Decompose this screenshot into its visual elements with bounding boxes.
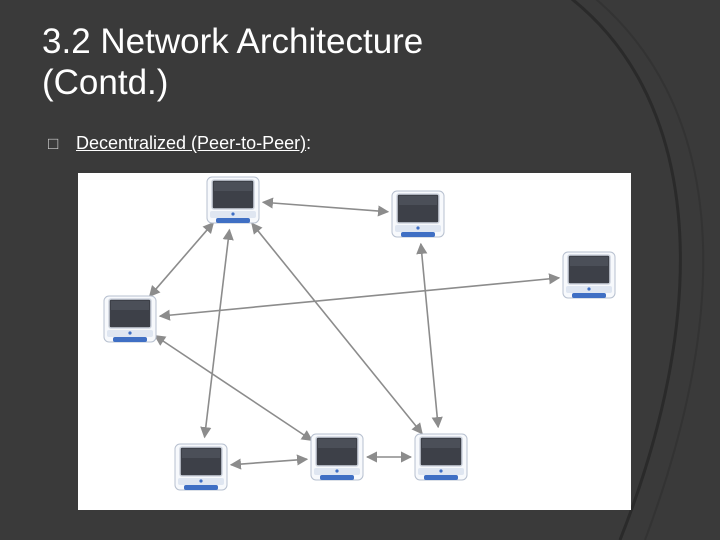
computer-icon (414, 433, 468, 481)
nodes-layer (103, 176, 616, 491)
title-line-2: (Contd.) (42, 62, 169, 102)
edge-left-to-right (158, 273, 561, 321)
edge-top-left-to-top-middle (261, 197, 390, 217)
computer-icon (206, 176, 260, 224)
computer-icon (562, 251, 616, 299)
peer-to-peer-diagram (78, 173, 631, 510)
edge-left-to-bottom-middle (154, 334, 313, 442)
subtitle-link: Decentralized (Peer-to-Peer) (76, 133, 307, 153)
computer-icon (103, 295, 157, 343)
computer-icon (174, 443, 228, 491)
edge-top-left-to-bottom-right (251, 222, 423, 435)
edge-top-left-to-bottom-left (200, 228, 234, 439)
slide-title: 3.2 Network Architecture (Contd.) (42, 22, 602, 104)
computer-icon (391, 190, 445, 238)
diagram-canvas (103, 176, 616, 491)
edge-bottom-left-to-bottom-middle (229, 454, 309, 470)
subtitle-suffix: : (306, 133, 312, 153)
bullet-icon: □ (48, 134, 59, 153)
edges-layer (148, 197, 561, 470)
edge-top-left-to-left (148, 221, 215, 298)
edge-top-middle-to-bottom-right (416, 242, 443, 429)
computer-icon (310, 433, 364, 481)
title-line-1: 3.2 Network Architecture (42, 22, 424, 61)
bullet-text: Decentralized (Peer-to-Peer): (76, 133, 311, 154)
